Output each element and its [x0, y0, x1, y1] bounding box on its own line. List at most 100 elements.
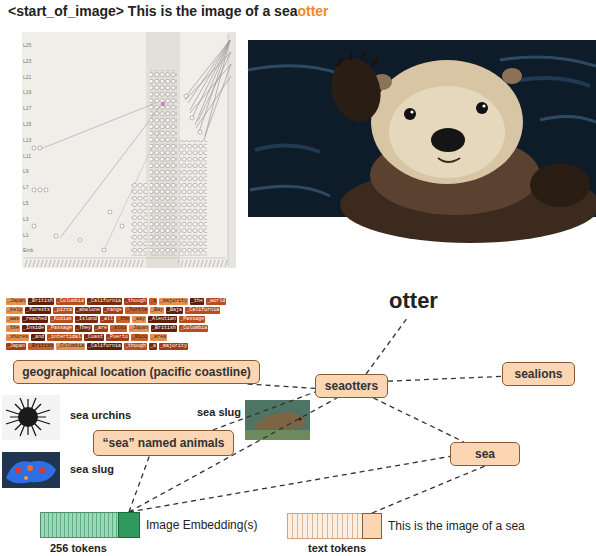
title-text: <start_of_image> This is the image of a … [8, 3, 297, 19]
token-chip: _kelp [6, 307, 23, 314]
node-text: seaotters [325, 379, 378, 393]
token-chip: _California [87, 343, 122, 350]
nudibranch-photo [2, 452, 60, 488]
node-text: sea [475, 447, 495, 461]
token-strip [287, 513, 382, 539]
token-chip: _and [31, 334, 45, 341]
text-token-bar: This is the image of a sea [287, 513, 525, 539]
layer-label: L23 [23, 58, 31, 64]
token-chip: _reached [22, 316, 48, 323]
layer-label: L19 [23, 89, 31, 95]
layer-label: L13 [23, 137, 31, 143]
dashed-connector [373, 398, 464, 442]
layer-label: L7 [23, 184, 29, 190]
node-text: Image Embedding(s) [146, 518, 257, 532]
layer-label: L5 [23, 200, 29, 206]
token-context-row: _shores_and_intertidal_Coast_Puerto_Rico… [6, 334, 167, 341]
token-count-label: 256 tokens [50, 542, 107, 554]
token-chip: _Turtle [125, 307, 148, 314]
dashed-connector [366, 317, 408, 374]
layer-label: L11 [23, 153, 31, 159]
token-chip: _California [185, 307, 220, 314]
layer-label: L21 [23, 74, 31, 80]
dashed-connector [372, 466, 485, 513]
token-chip: _Passage [179, 316, 205, 323]
token-context-row: _was_reached_Kodiak_Island_all_the_way_A… [6, 316, 205, 323]
layer-label: L3 [23, 216, 29, 222]
token-chip: _They [75, 325, 92, 332]
token-chip: _Columbia [56, 343, 85, 350]
node-text: This is the image of a sea [388, 519, 525, 533]
token-chip: _range [103, 307, 123, 314]
token-chip: _abalone [75, 307, 101, 314]
token-chip: _the [116, 316, 130, 323]
token-chip: _majority [159, 343, 188, 350]
token-chip: _though [124, 298, 147, 305]
token-chip: _forests [25, 307, 51, 314]
feature-box: geographical location (pacific coastline… [13, 360, 260, 384]
token-chip: _Aleutian [148, 316, 177, 323]
token-chip: _Rico [131, 334, 148, 341]
node-text: “sea” named animals [102, 436, 224, 450]
species-label: sea slug [197, 406, 241, 418]
layer-label: L1 [23, 232, 29, 238]
token-context-row: _Japan_British_Columbia_California_thoug… [6, 343, 188, 350]
token-chip: _Japan [129, 325, 149, 332]
image-token-bar: Image Embedding(s) [40, 512, 257, 538]
token-chip: _Coast [84, 334, 104, 341]
token-chip: _Columbia [179, 325, 208, 332]
token-chip: _world [206, 298, 226, 305]
layer-label: L15 [23, 121, 31, 127]
highlighted-token: otter [297, 3, 328, 19]
token-chip: _the [190, 298, 204, 305]
layer-label: Emb [23, 247, 33, 253]
selected-token [118, 512, 140, 538]
dashed-connector [129, 456, 149, 512]
token-chip: _Japan [6, 343, 26, 350]
sea-otter-photo [248, 40, 596, 243]
token-chip: _a [149, 298, 157, 305]
token-chip: _the [6, 325, 20, 332]
node-text: sealions [514, 367, 562, 381]
token-chip: _Island [75, 316, 98, 323]
feature-box: sealions [502, 362, 575, 386]
token-context-row: _kelp_forests_pizza_abalone_range_Turtle… [6, 307, 220, 314]
layer-label: L9 [23, 168, 29, 174]
node-text: geographical location (pacific coastline… [22, 365, 251, 379]
dashed-connector [248, 384, 315, 388]
feature-box: seaotters [315, 374, 388, 398]
token-chip: _British [28, 298, 54, 305]
token-chip: _a [149, 343, 157, 350]
token-chip: _shores [6, 334, 29, 341]
species-label: sea urchins [70, 409, 131, 421]
dashed-connector [129, 456, 450, 512]
token-chip: _Baja [166, 307, 183, 314]
attribution-graph [22, 32, 236, 268]
layer-label: L17 [23, 105, 31, 111]
token-chip: _Kodiak [50, 316, 73, 323]
token-chip: _area [150, 334, 167, 341]
token-chip: _though [124, 343, 147, 350]
token-chip: _Bay [150, 307, 164, 314]
feature-box: sea [450, 442, 520, 466]
token-kind-label: text tokens [308, 542, 366, 554]
token-chip: _Columbia [56, 298, 85, 305]
token-strip [40, 512, 140, 538]
token-chip: _majority [159, 298, 188, 305]
output-token: otter [386, 285, 441, 317]
token-chip: _Japan [6, 298, 26, 305]
layer-label: L25 [23, 42, 31, 48]
dashed-connector [388, 376, 502, 381]
sea-slug-photo [245, 400, 310, 440]
title-line: <start_of_image> This is the image of a … [8, 3, 329, 19]
feature-box: “sea” named animals [93, 430, 234, 456]
sea-urchin-photo [2, 395, 60, 440]
token-chip: _way [132, 316, 146, 323]
token-chip: _also [110, 325, 127, 332]
token-chip: _intertidal [47, 334, 82, 341]
token-chip: _pizza [53, 307, 73, 314]
token-chip: _California [87, 298, 122, 305]
token-chip: _was [6, 316, 20, 323]
node-text: otter [389, 288, 438, 314]
